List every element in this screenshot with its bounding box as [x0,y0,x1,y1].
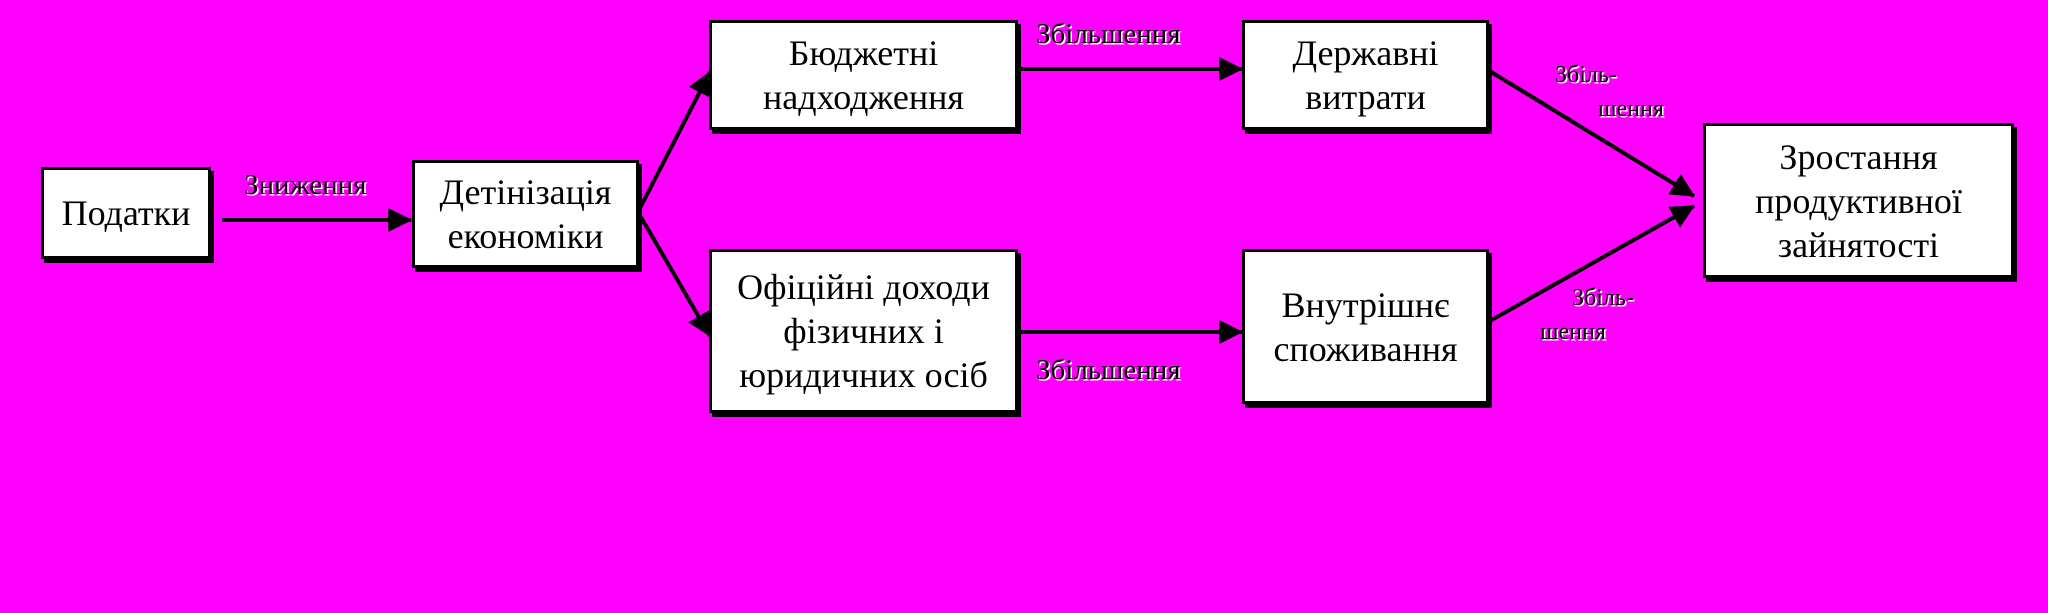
node-detinization: Детінізація економіки [412,160,639,268]
node-official-incomes: Офіційні доходи фізичних і юридичних осі… [709,249,1018,413]
node-government-spending: Державні витрати [1242,20,1489,130]
label-budget-to-spending: Збільшення [1036,18,1181,50]
node-budget-revenues: Бюджетні надходження [709,20,1018,130]
label-consumption-to-employment-line2: шення [1540,319,1606,345]
arrow-detinization-to-incomes [636,210,712,338]
node-productive-employment-growth: Зростання продуктивної зайнятості [1703,123,2014,278]
label-consumption-to-employment-line1: Збіль- [1572,285,1634,311]
arrow-detinization-to-budget [636,70,712,213]
label-taxes-to-detinization: Зниження [244,169,367,201]
node-taxes: Податки [41,167,211,259]
label-incomes-to-consumption: Збільшення [1036,354,1181,386]
label-spending-to-employment-line1: Збіль- [1555,62,1617,88]
arrow-consumption-to-employment [1487,204,1696,324]
arrow-spending-to-employment [1486,68,1696,198]
node-domestic-consumption: Внутрішнє споживання [1242,249,1489,404]
label-spending-to-employment-line2: шення [1598,96,1664,122]
